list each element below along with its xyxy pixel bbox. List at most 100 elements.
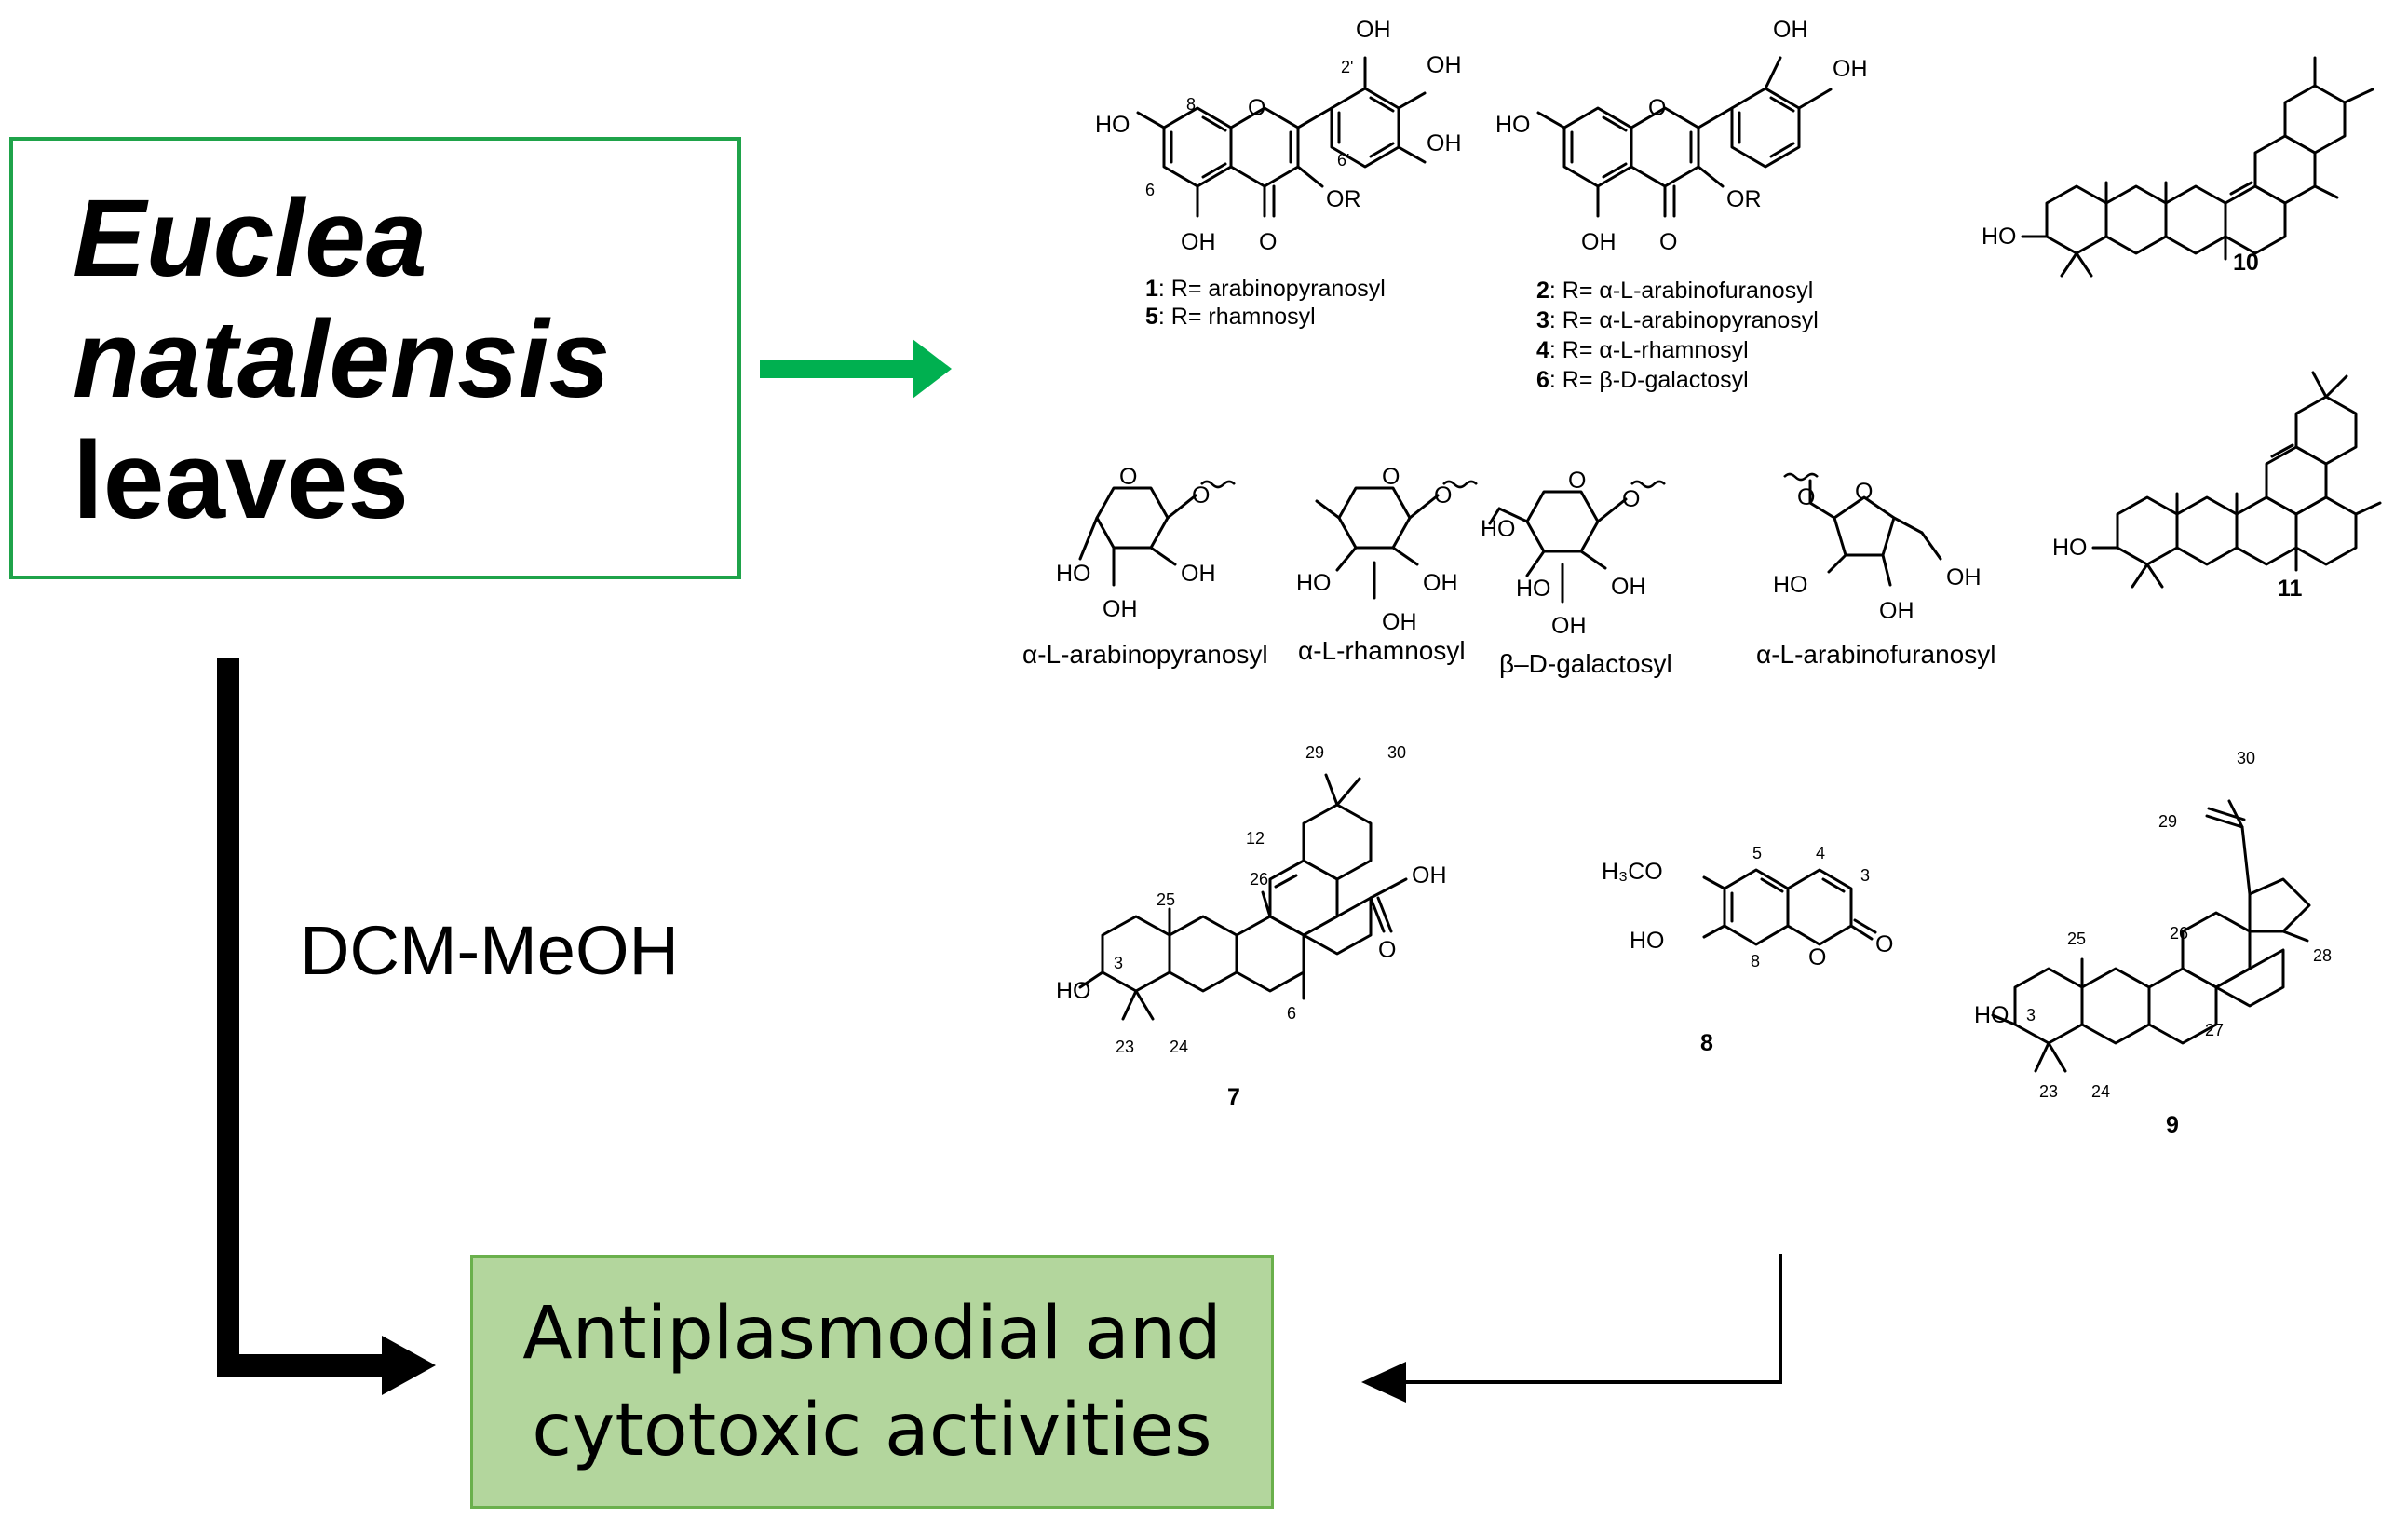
compound-7-cooh: OH: [1412, 862, 1447, 889]
sugar-rhamnosyl: O O HO OH OH α-L-rhamnosyl: [1296, 464, 1478, 665]
sugar-arabinofuranosyl: O O HO OH OH α-L-arabinofuranosyl: [1756, 472, 1995, 669]
legend-text-4: : R= α-L-rhamnosyl: [1549, 337, 1749, 363]
flavonol-b-oh-4p: OH: [1833, 56, 1868, 82]
c7-pos-29: 29: [1305, 743, 1324, 762]
flavonol-b-or: OR: [1726, 186, 1762, 212]
sugar-galactosyl: O O HO HO OH OH β–D-galactosyl: [1481, 468, 1672, 678]
sugar-3-link-o: O: [1622, 486, 1640, 512]
genus-label: Euclea: [73, 177, 427, 300]
flavonol-b-oh-5: OH: [1581, 229, 1617, 255]
c9-pos-24: 24: [2091, 1082, 2110, 1101]
flavonol-a-oh-5: OH: [1181, 229, 1216, 255]
flavonol-a-ring-o: O: [1248, 95, 1265, 121]
c9-pos-25: 25: [2067, 930, 2086, 948]
result-line-1: Antiplasmodial and: [522, 1292, 1222, 1376]
svg-text:4: R= α-L-rhamnosyl: 4: R= α-L-rhamnosyl: [1536, 337, 1749, 363]
sugar-2-ring-o: O: [1382, 464, 1400, 490]
c7-pos-12: 12: [1246, 829, 1265, 848]
flavonol-a-pos-6: 6: [1145, 181, 1155, 199]
sugar-2-oh-b: OH: [1423, 570, 1458, 596]
legend-num-3: 3: [1536, 307, 1549, 333]
compound-9-structure: 30 29 25 26 28 27 3 23 24 HO 9: [1974, 749, 2332, 1138]
legend-text-1: : R= arabinopyranosyl: [1158, 276, 1386, 302]
compound-10-structure: HO 10: [1982, 56, 2374, 278]
sugar-3-oh-d: OH: [1551, 613, 1587, 639]
extraction-solvent-label: DCM-MeOH: [300, 912, 679, 989]
c7-pos-6: 6: [1287, 1004, 1296, 1023]
c7-pos-23: 23: [1116, 1038, 1134, 1056]
sugar-2-oh-c: OH: [1382, 609, 1417, 635]
compound-11-oh: HO: [2052, 535, 2088, 561]
sugar-1-oh-c: OH: [1103, 596, 1138, 622]
compound-8-oh: HO: [1630, 928, 1665, 954]
sugar-4-oh-b: OH: [1879, 598, 1914, 624]
flavonol-b-oh-3p: OH: [1773, 17, 1808, 43]
sugar-1-link-o: O: [1192, 482, 1210, 509]
plant-source-box: Euclea natalensis leaves: [9, 137, 741, 579]
flavonol-a-oh-5p: OH: [1427, 130, 1462, 156]
flavonol-a-pos-2p: 2': [1341, 58, 1353, 76]
sugar-4-name: α-L-arabinofuranosyl: [1756, 640, 1995, 669]
flavonol-a-oh-4p: OH: [1427, 52, 1462, 78]
legend-text-2: : R= α-L-arabinofuranosyl: [1549, 278, 1813, 304]
sugar-3-name: β–D-galactosyl: [1499, 649, 1672, 678]
flavonol-a-pos-6p: 6': [1337, 151, 1349, 170]
flavonol-b-ring-o: O: [1648, 95, 1666, 121]
compound-8-carbonyl-o: O: [1875, 931, 1893, 957]
legend-num-4: 4: [1536, 337, 1549, 363]
flavonol-structure-2-3-4-6: O OH OH HO OH O OR 2: R= α-L-arabinofura…: [1495, 17, 1868, 393]
sugar-3-oh-b: HO: [1516, 576, 1551, 602]
compound-7-co-o: O: [1378, 937, 1396, 963]
green-arrow: [760, 339, 952, 399]
legend-num-1: 1: [1145, 276, 1158, 302]
sugar-3-oh-c: OH: [1611, 574, 1646, 600]
species-label: natalensis: [73, 298, 611, 421]
flavonol-a-or: OR: [1326, 186, 1361, 212]
flavonol-b-oh-7: HO: [1495, 112, 1531, 138]
flavonol-b-carbonyl-o: O: [1659, 229, 1677, 255]
flavonol-a-oh-7: HO: [1095, 112, 1130, 138]
legend-text-6: : R= β-D-galactosyl: [1549, 367, 1749, 393]
flavonol-a-oh-3p: OH: [1356, 17, 1391, 43]
c9-pos-26: 26: [2170, 924, 2188, 943]
sugar-arabinopyranosyl: O O HO OH OH α-L-arabinopyranosyl: [1022, 464, 1268, 669]
compound-9-oh: HO: [1974, 1002, 2009, 1028]
sugar-1-name: α-L-arabinopyranosyl: [1022, 640, 1268, 669]
c9-pos-27: 27: [2205, 1021, 2224, 1039]
c7-pos-3: 3: [1114, 954, 1123, 972]
flavonol-structure-1-5: O OH OH OH HO OH O OR 8 6 2' 6' 1: R= ar…: [1095, 17, 1462, 330]
c9-pos-23: 23: [2039, 1082, 2058, 1101]
plant-part-label: leaves: [73, 419, 409, 542]
sugar-1-oh-b: OH: [1181, 561, 1216, 587]
compound-11-label: 11: [2278, 576, 2303, 602]
c9-pos-28: 28: [2313, 946, 2332, 965]
c7-pos-24: 24: [1170, 1038, 1188, 1056]
flavonol-a-pos-8: 8: [1186, 95, 1196, 114]
svg-text:6: R= β-D-galactosyl: 6: R= β-D-galactosyl: [1536, 367, 1749, 393]
sugar-4-ring-o: O: [1855, 479, 1873, 505]
legend-text-5: : R= rhamnosyl: [1158, 304, 1316, 330]
sugar-1-ring-o: O: [1119, 464, 1137, 490]
extraction-arrow: [217, 658, 436, 1395]
compound-7-label: 7: [1227, 1084, 1240, 1110]
compound-8-methoxy: H₃CO: [1602, 859, 1663, 885]
c8-pos-5: 5: [1752, 844, 1762, 862]
svg-text:5: R= rhamnosyl: 5: R= rhamnosyl: [1145, 304, 1316, 330]
legend-text-3: : R= α-L-arabinopyranosyl: [1549, 307, 1819, 333]
c7-pos-30: 30: [1387, 743, 1406, 762]
sugar-2-oh-a: HO: [1296, 570, 1332, 596]
compound-7-structure: 29 30 12 25 26 6 3 23 24 HO OH O 7: [1056, 743, 1447, 1110]
c8-pos-4: 4: [1816, 844, 1825, 862]
c8-pos-8: 8: [1751, 952, 1760, 970]
compound-8-ring-o: O: [1808, 944, 1826, 970]
c7-pos-26: 26: [1250, 870, 1268, 889]
svg-text:1: R= arabinopyranosyl: 1: R= arabinopyranosyl: [1145, 276, 1386, 302]
result-line-2: cytotoxic activities: [532, 1389, 1212, 1472]
sugar-2-name: α-L-rhamnosyl: [1298, 636, 1466, 665]
legend-num-5: 5: [1145, 304, 1158, 330]
sugar-3-oh-a: HO: [1481, 516, 1516, 542]
compound-11-structure: HO 11: [2052, 371, 2382, 602]
legend-num-2: 2: [1536, 278, 1549, 304]
compound-7-oh: HO: [1056, 978, 1091, 1004]
